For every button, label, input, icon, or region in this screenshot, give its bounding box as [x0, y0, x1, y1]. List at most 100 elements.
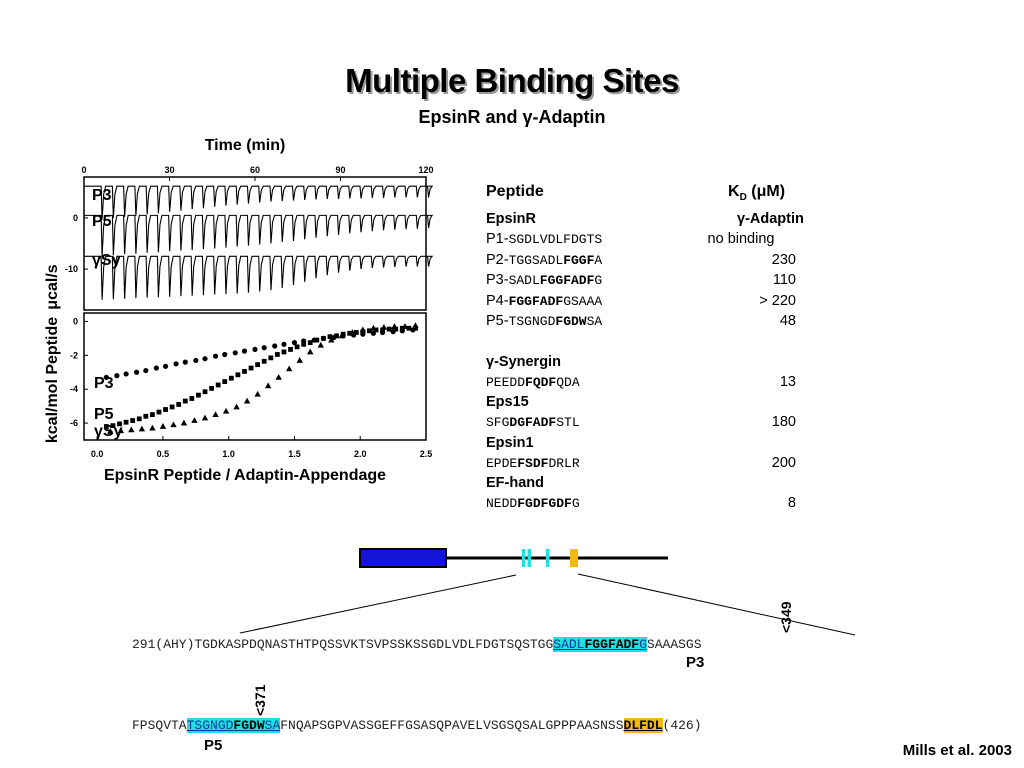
data-point-circle: [123, 371, 129, 377]
data-point-triangle: [338, 332, 346, 339]
sequence-line-2: FPSQVTATSGNGDFGDWSAFNQAPSGPVASSGEFFGSASQ…: [132, 718, 702, 733]
slide-subtitle: EpsinR and γ-Adaptin: [418, 107, 606, 127]
data-point-triangle: [138, 425, 146, 432]
data-point-triangle: [243, 397, 251, 404]
bottom-y-tick-label: -4: [70, 384, 78, 394]
motif-marker-cyan-1: [522, 549, 526, 567]
bottom-y-tick-label: -6: [70, 418, 78, 428]
data-point-circle: [182, 359, 188, 365]
table-group-label: Epsin1: [486, 434, 534, 451]
data-point-square: [228, 375, 234, 381]
data-point-square: [156, 409, 162, 415]
data-point-triangle: [307, 348, 314, 355]
itc-trace-2: [84, 214, 434, 257]
bottom-y-tick-label: -2: [70, 350, 78, 360]
data-point-triangle: [191, 417, 198, 423]
data-point-triangle: [170, 421, 177, 428]
data-point-square: [103, 424, 109, 429]
data-point-triangle: [222, 407, 230, 414]
top-series-label: P5: [92, 213, 112, 230]
data-point-square: [123, 419, 129, 425]
data-point-square: [261, 358, 267, 364]
data-point-triangle: [159, 423, 167, 429]
data-point-square: [248, 365, 254, 371]
top-y-tick-label: -10: [65, 264, 78, 274]
top-x-axis-title: Time (min): [205, 137, 286, 154]
data-point-square: [130, 418, 136, 423]
slide-title: Multiple Binding Sites: [345, 62, 679, 99]
data-point-triangle: [349, 329, 356, 335]
table-column-group: γ-Adaptin: [737, 211, 804, 227]
table-header-peptide: Peptide: [486, 183, 544, 200]
data-point-triangle: [180, 419, 188, 426]
motif-marker-cyan-2: [527, 549, 531, 567]
data-point-square: [281, 349, 287, 355]
table-group-label: γ-Synergin: [486, 353, 561, 370]
top-x-tick-label: 30: [164, 165, 174, 175]
data-point-circle: [103, 374, 109, 380]
data-point-square: [367, 328, 372, 334]
data-point-circle: [143, 367, 149, 374]
data-point-square: [235, 372, 241, 378]
data-point-square: [334, 333, 339, 339]
data-point-square: [314, 337, 320, 343]
data-point-square: [386, 326, 392, 332]
site-label-p3: P3: [686, 654, 705, 671]
bottom-y-tick-label: 0: [73, 316, 78, 326]
data-point-square: [327, 334, 333, 340]
data-point-square: [150, 412, 155, 417]
site-label-p5: P5: [204, 737, 223, 754]
citation: Mills et al. 2003: [902, 742, 1012, 759]
data-point-square: [255, 362, 261, 368]
data-point-square: [110, 423, 116, 429]
data-point-triangle: [296, 357, 303, 363]
data-point-circle: [114, 373, 120, 379]
data-point-square: [413, 325, 418, 331]
data-point-triangle: [275, 373, 282, 380]
bottom-x-tick-label: 1.5: [288, 449, 301, 459]
data-point-triangle: [212, 411, 219, 417]
residue-marker-349: <349: [778, 601, 794, 633]
data-point-square: [380, 327, 385, 333]
sequence-line-1: 291(AHY)TGDKASPDQNASTHTPQSSVKTSVPSSKSSGD…: [132, 637, 702, 652]
data-point-triangle: [317, 341, 324, 348]
domain-diagram: [239, 548, 856, 636]
data-point-circle: [222, 351, 228, 358]
data-point-square: [169, 404, 175, 410]
data-point-circle: [252, 346, 258, 353]
domain-block: [359, 548, 447, 568]
top-x-tick-label: 0: [81, 165, 86, 175]
motif-marker-gold: [570, 549, 578, 567]
itc-trace-1: [84, 185, 434, 220]
table-row: P4-FGGFADFGSAAA> 220: [486, 292, 796, 309]
data-point-square: [307, 340, 313, 346]
data-point-circle: [291, 340, 298, 346]
table-group-label: EF-hand: [486, 475, 544, 491]
data-point-triangle: [286, 365, 293, 372]
data-point-triangle: [359, 326, 367, 333]
bottom-x-tick-label: 1.0: [222, 449, 235, 459]
data-point-triangle: [128, 426, 135, 433]
table-group-label: Eps15: [486, 394, 529, 410]
data-point-square: [215, 382, 221, 388]
data-point-square: [353, 330, 359, 335]
data-point-circle: [162, 363, 169, 369]
data-point-triangle: [117, 427, 125, 434]
data-point-square: [347, 330, 353, 336]
data-point-square: [242, 369, 247, 374]
bottom-x-tick-label: 2.5: [420, 449, 433, 459]
data-point-triangle: [149, 424, 156, 431]
motif-marker-cyan-3: [546, 549, 550, 567]
data-point-triangle: [107, 428, 114, 434]
bottom-series-label: P3: [94, 375, 114, 392]
data-point-triangle: [412, 322, 419, 329]
data-point-circle: [281, 341, 287, 347]
